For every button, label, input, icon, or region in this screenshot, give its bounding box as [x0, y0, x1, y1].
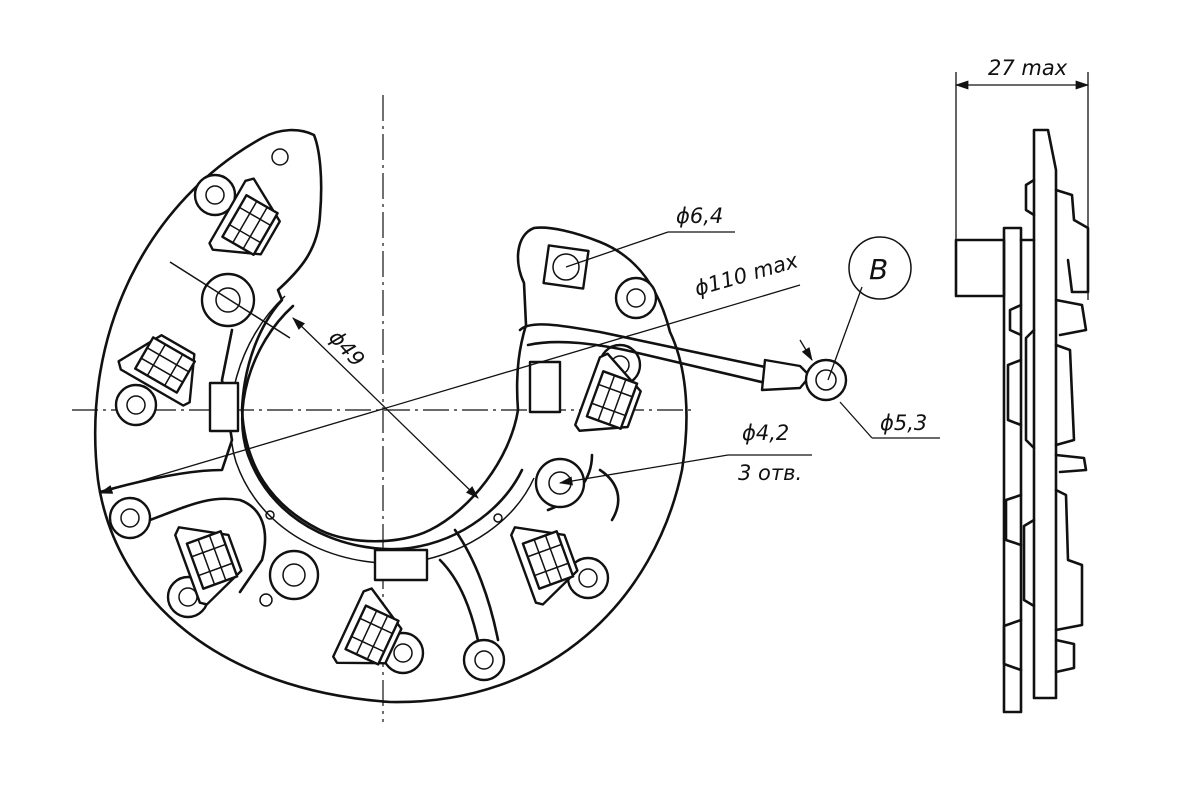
label-inner-diameter: ϕ49 [324, 325, 369, 371]
dim-inner-line [292, 317, 479, 499]
side-components [1002, 178, 1090, 674]
side-terminal-block [954, 238, 1006, 298]
side-plate-front [1002, 226, 1023, 714]
inner-recess-arc-2 [229, 295, 535, 565]
stud-upper-left [169, 261, 291, 339]
dim-outer-line [98, 284, 801, 494]
side-plate-back [1032, 128, 1058, 700]
dim-terminal-a [799, 339, 813, 361]
label-outer-diameter: ϕ110 max [692, 248, 801, 301]
label-mount-hole-diameter: ϕ4,2 [742, 421, 789, 445]
mount-hole-right-top [614, 276, 658, 320]
inner-recess-arc [241, 304, 524, 551]
label-view-marker: B [869, 253, 888, 286]
dim-view-leader [827, 286, 863, 381]
dot-1 [265, 510, 275, 520]
dim-stud-leader [558, 454, 729, 486]
front-view [72, 95, 848, 722]
dim-terminal-b [839, 401, 873, 439]
label-hole-diameter: ϕ6,4 [676, 204, 723, 228]
conductor-strip-lower [438, 528, 500, 652]
label-terminal-diameter: ϕ5,3 [880, 411, 927, 435]
mount-hole-left [108, 496, 152, 540]
mount-hole-left-diode [114, 383, 158, 427]
view-marker-circle [848, 236, 912, 300]
dot-3 [259, 593, 273, 607]
output-lead [518, 323, 848, 402]
top-small-hole [271, 148, 289, 166]
label-mount-hole-count: 3 отв. [738, 461, 802, 485]
block-right [528, 360, 562, 414]
stud-bottom [268, 549, 320, 601]
dim-square-leader [565, 231, 669, 268]
block-left [208, 381, 240, 433]
conductor-strip-bottom [148, 497, 267, 594]
block-bottom [373, 548, 429, 582]
side-view: 27 max [954, 56, 1090, 714]
dimensions [98, 231, 940, 499]
dot-2 [493, 513, 503, 523]
mount-hole-bottom [462, 638, 506, 682]
label-thickness: 27 max [988, 56, 1068, 80]
